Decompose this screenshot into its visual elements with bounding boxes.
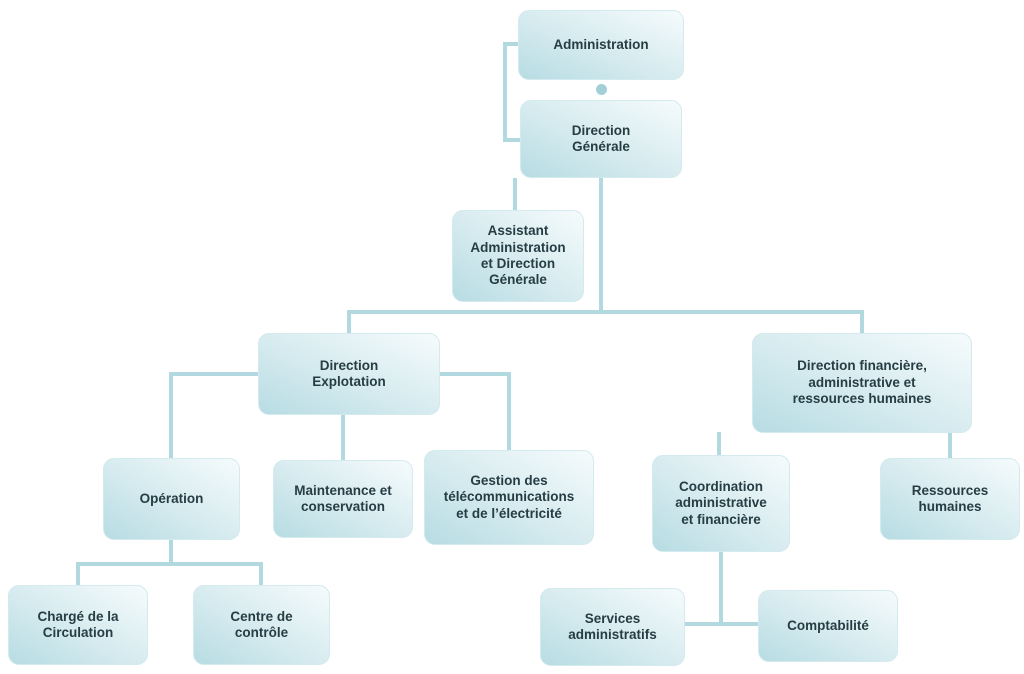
- node-charge-circulation: Chargé de la Circulation: [8, 585, 148, 665]
- connector-line: [860, 310, 864, 334]
- node-label: Administration: [553, 36, 649, 52]
- node-label: Services administratifs: [568, 610, 657, 642]
- node-label: Coordination administrative et financièr…: [675, 478, 767, 527]
- connector-dot: [596, 84, 607, 95]
- node-operation: Opération: [103, 458, 240, 540]
- connector-line: [440, 372, 511, 376]
- node-label: Gestion des télécommunications et de l’é…: [443, 472, 575, 521]
- connector-line: [341, 415, 345, 461]
- node-label: Opération: [139, 490, 204, 506]
- node-label: Direction financière, administrative et …: [792, 358, 932, 407]
- node-label: Centre de contrôle: [230, 608, 293, 640]
- connector-line: [169, 540, 173, 564]
- connector-line: [76, 562, 263, 566]
- connector-line: [719, 551, 723, 626]
- connector-line: [599, 178, 603, 314]
- node-gestion-telecommunications: Gestion des télécommunications et de l’é…: [424, 450, 594, 545]
- node-direction-financiere: Direction financière, administrative et …: [752, 333, 972, 433]
- connector-line: [503, 42, 507, 142]
- connector-line: [259, 562, 263, 586]
- node-label: Direction Générale: [571, 122, 631, 154]
- connector-line: [948, 432, 952, 459]
- connector-line: [507, 372, 511, 451]
- connector-line: [169, 372, 259, 376]
- node-ressources-humaines: Ressources humaines: [880, 458, 1020, 540]
- node-direction-explotation: Direction Explotation: [258, 333, 440, 415]
- connector-line: [347, 310, 864, 314]
- node-services-administratifs: Services administratifs: [540, 588, 685, 666]
- node-assistant-administration: Assistant Administration et Direction Gé…: [452, 210, 584, 302]
- connector-line: [347, 310, 351, 334]
- node-label: Ressources humaines: [911, 482, 989, 514]
- node-centre-controle: Centre de contrôle: [193, 585, 330, 665]
- node-direction-generale: Direction Générale: [520, 100, 682, 178]
- connector-line: [76, 562, 80, 586]
- node-label: Direction Explotation: [312, 357, 386, 389]
- node-maintenance-conservation: Maintenance et conservation: [273, 460, 413, 538]
- connector-line: [503, 42, 520, 46]
- node-administration: Administration: [518, 10, 684, 80]
- connector-line: [513, 178, 517, 211]
- node-label: Assistant Administration et Direction Gé…: [470, 223, 566, 288]
- node-label: Chargé de la Circulation: [37, 608, 119, 640]
- node-label: Maintenance et conservation: [294, 482, 392, 514]
- connector-line: [717, 432, 721, 456]
- connector-line: [684, 622, 759, 626]
- node-label: Comptabilité: [787, 617, 869, 633]
- connector-line: [503, 138, 522, 142]
- node-comptabilite: Comptabilité: [758, 590, 898, 662]
- node-coordination-administrative: Coordination administrative et financièr…: [652, 455, 790, 552]
- connector-line: [169, 372, 173, 459]
